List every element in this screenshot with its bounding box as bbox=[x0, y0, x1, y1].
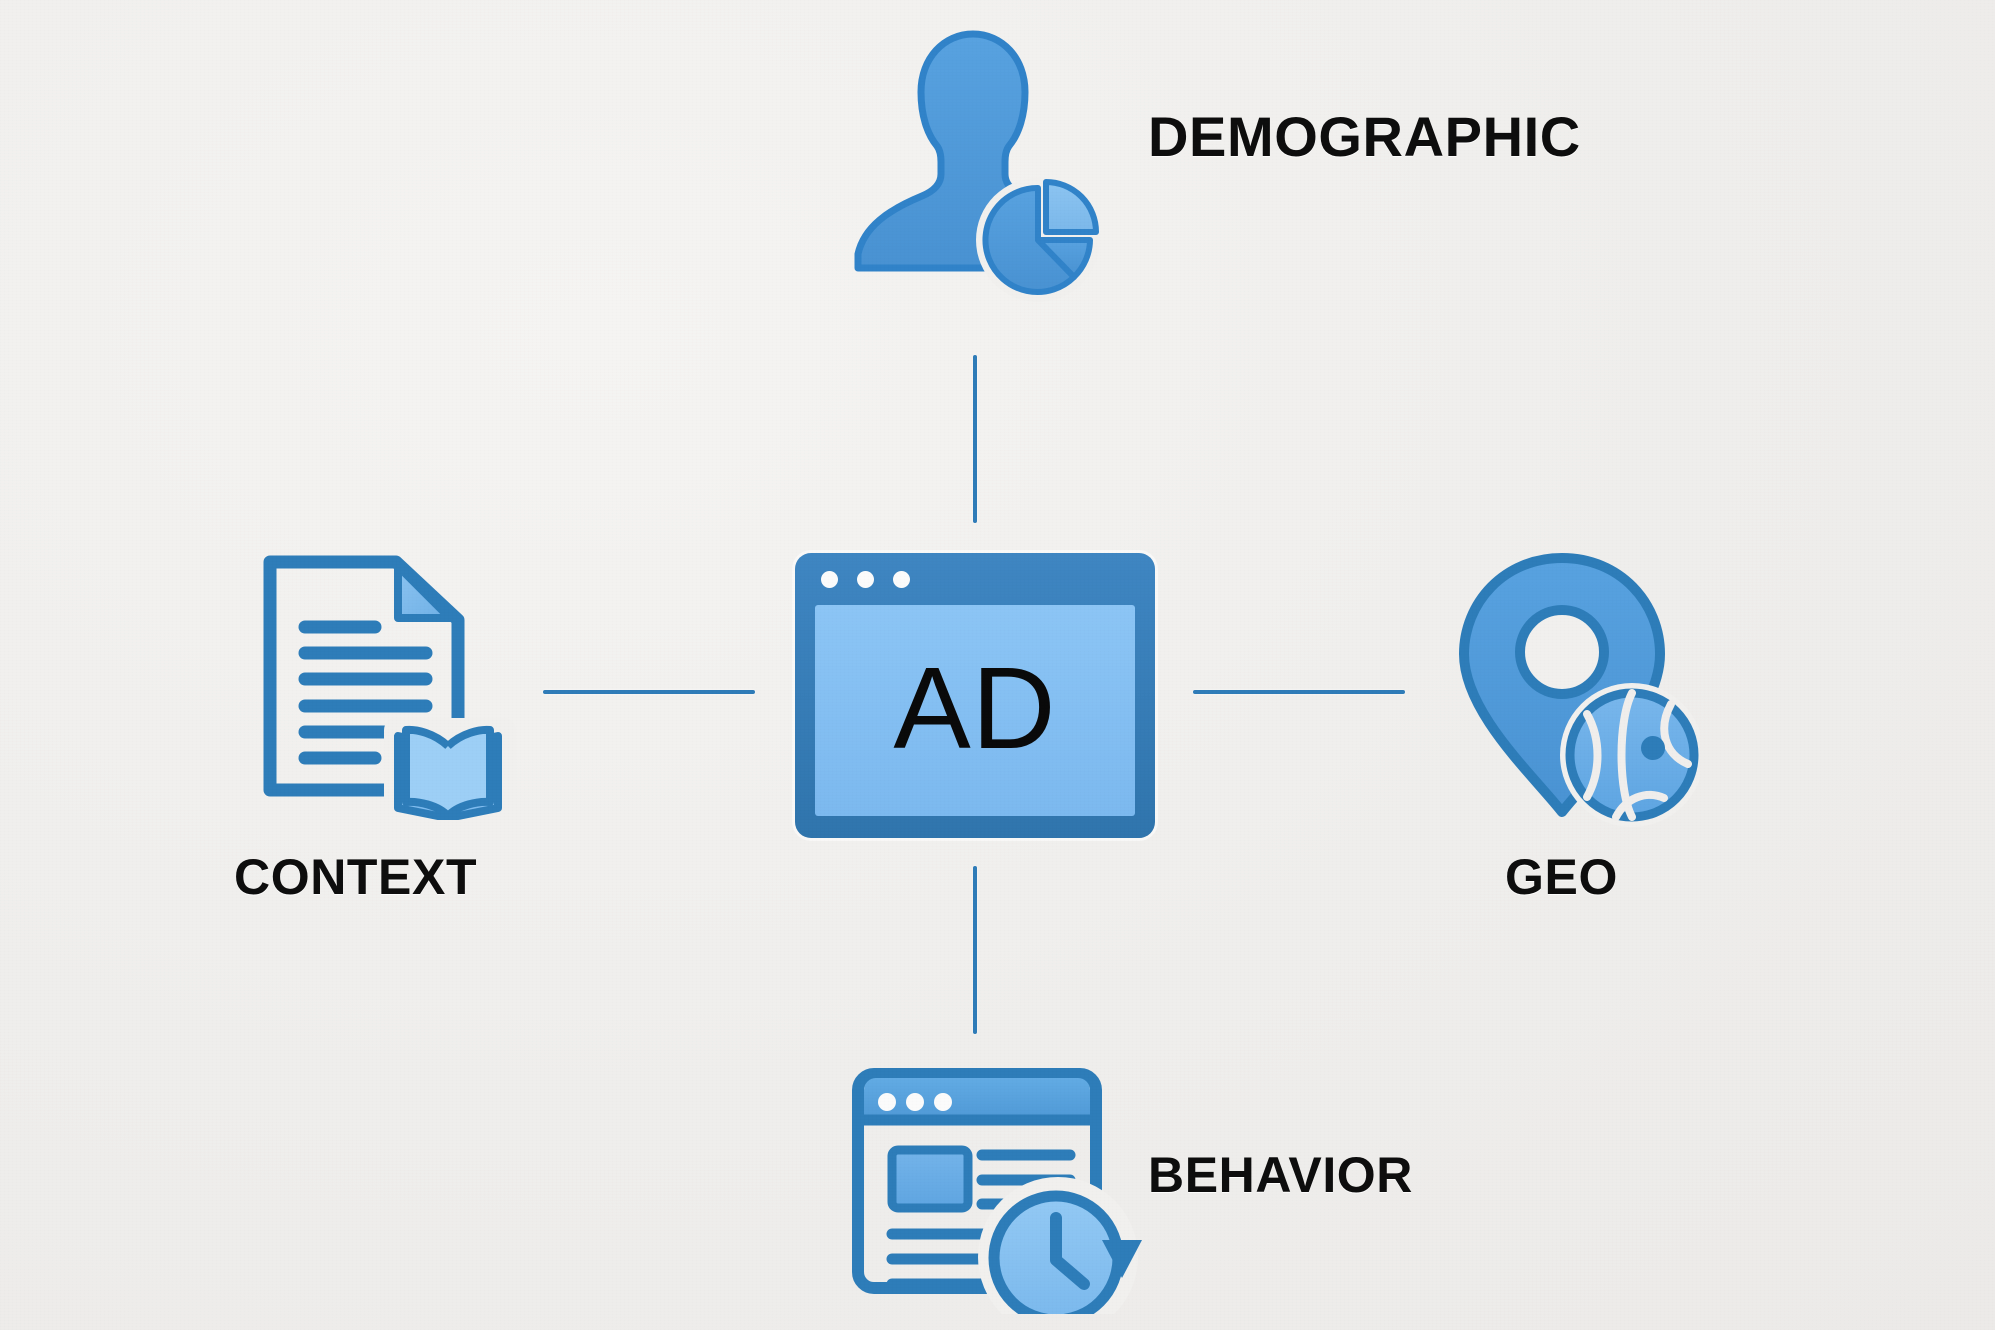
document-text-lines bbox=[298, 620, 433, 765]
document-with-book-icon bbox=[263, 555, 516, 824]
node-geo[interactable] bbox=[1440, 540, 1704, 830]
window-dot-icon bbox=[893, 571, 910, 588]
pie-chart-icon bbox=[982, 179, 1099, 295]
clock-history-icon bbox=[988, 1190, 1142, 1326]
browser-window-icon: AD bbox=[795, 553, 1155, 838]
label-behavior: BEHAVIOR bbox=[1148, 1147, 1414, 1203]
label-context: CONTEXT bbox=[234, 849, 478, 905]
ad-label: AD bbox=[893, 642, 1057, 773]
connector-left bbox=[543, 690, 755, 694]
window-dot-icon bbox=[857, 571, 874, 588]
globe-icon bbox=[1565, 688, 1699, 822]
ad-center-node[interactable]: AD bbox=[795, 553, 1155, 838]
connector-right bbox=[1193, 690, 1405, 694]
connector-bottom bbox=[973, 866, 977, 1034]
browser-with-clock-icon bbox=[852, 1068, 1142, 1330]
connector-top bbox=[973, 355, 977, 523]
window-dot-icon bbox=[821, 571, 838, 588]
node-demographic[interactable] bbox=[836, 22, 1106, 342]
node-context[interactable] bbox=[248, 540, 518, 824]
ad-screen: AD bbox=[815, 605, 1135, 816]
open-book-icon bbox=[394, 725, 502, 822]
node-behavior[interactable] bbox=[840, 1052, 1150, 1330]
browser-titlebar bbox=[795, 553, 1155, 603]
person-with-pie-chart-icon bbox=[854, 30, 1100, 302]
label-geo: GEO bbox=[1505, 849, 1618, 905]
map-pin-with-globe-icon bbox=[1459, 553, 1704, 827]
label-demographic: DEMOGRAPHIC bbox=[1148, 105, 1581, 168]
